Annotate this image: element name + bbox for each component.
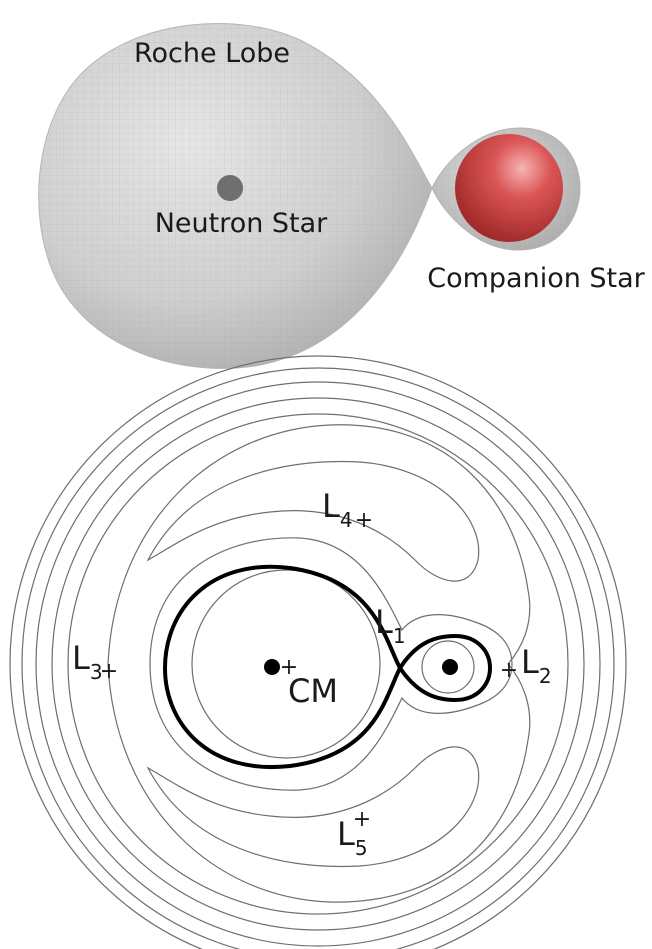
l3-label: L3 [72,639,103,684]
l2-label: L2 [521,643,552,688]
l4-label: L4 [322,487,353,532]
l4-banana-contour [146,460,480,582]
outer-contour-1 [9,355,627,949]
neutron-star-label: Neutron Star [155,208,328,239]
l5-plus-marker: + [353,807,371,832]
outer-contour-4 [51,397,585,931]
l3-l2-contour [107,424,531,903]
companion-star [455,134,563,242]
outer-lobe-contour [149,537,513,791]
companion-star-label: Companion Star [427,263,645,294]
outer-contour-3 [35,381,601,947]
companion-star-dot [442,659,458,675]
l1-label: L1 [375,603,406,648]
roche-lobe-label: Roche Lobe [134,38,290,69]
outer-contour-2 [21,367,615,949]
cm-label: CM [288,672,338,710]
neutron-star [217,175,243,201]
inner-primary-contour [191,569,381,759]
l4-plus-marker: + [355,508,373,533]
neutron-star-dot [264,659,280,675]
l3-plus-marker: + [100,659,118,684]
critical-roche-lobe [162,564,493,770]
cm-plus-marker: + [280,655,298,680]
l5-label: L5 [337,815,368,860]
l2-plus-marker: + [500,658,518,683]
inner-companion-contour [421,640,475,694]
equipotential-contours [9,355,627,949]
l5-banana-contour [146,746,480,868]
outer-contour-5 [67,413,569,915]
roche-lobe-3d [38,22,581,369]
